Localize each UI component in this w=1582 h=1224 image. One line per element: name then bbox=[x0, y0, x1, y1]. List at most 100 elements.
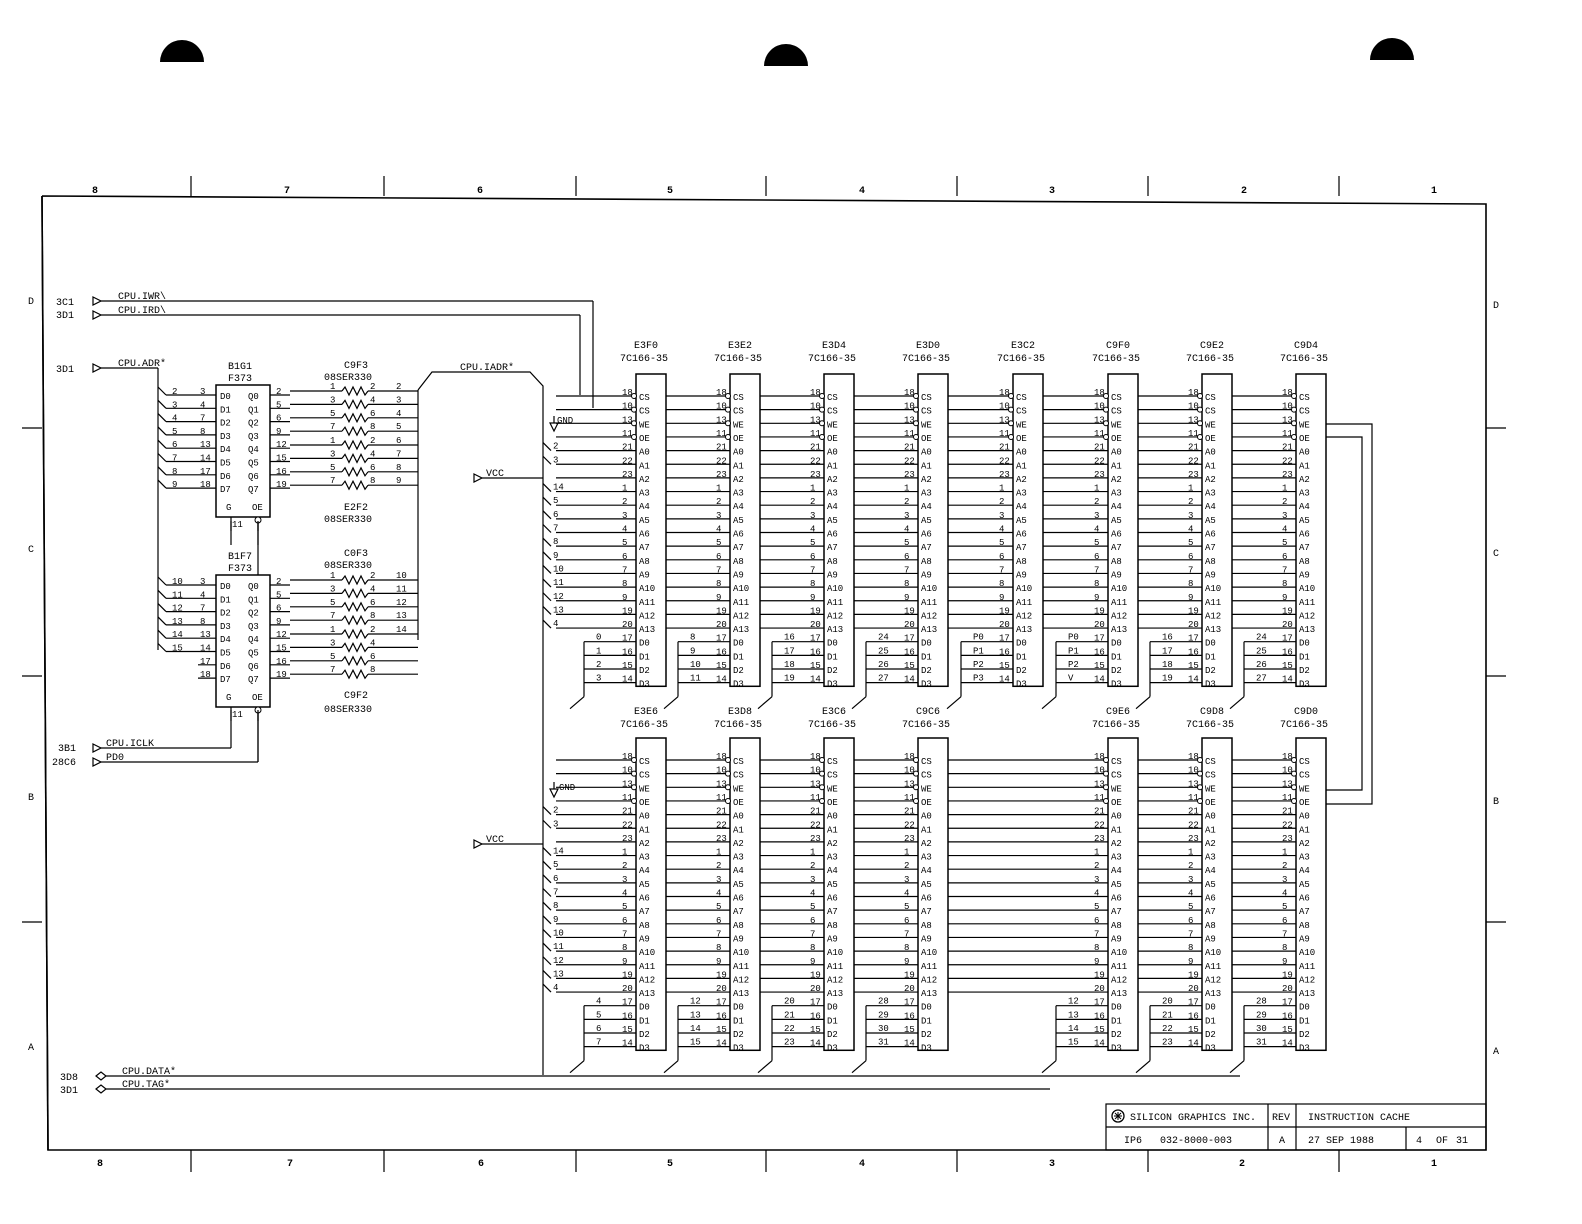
pin-number: 6 bbox=[370, 652, 375, 662]
pin-name: Q1 bbox=[248, 595, 259, 605]
pin-number: 7 bbox=[1094, 929, 1099, 939]
wire bbox=[851, 696, 867, 710]
pin-number: 1 bbox=[999, 484, 1004, 494]
pin-name: A7 bbox=[1299, 543, 1310, 553]
pin-number: 9 bbox=[276, 427, 281, 437]
pin-number: 7 bbox=[330, 611, 335, 621]
inverter-bubble bbox=[913, 757, 919, 763]
pin-name: A2 bbox=[1111, 475, 1122, 485]
pin-number: 18 bbox=[716, 388, 727, 398]
chip-ref: C9F0 bbox=[1106, 341, 1130, 352]
pin-number: 17 bbox=[200, 657, 211, 667]
inverter-bubble bbox=[725, 770, 731, 777]
pin-number: 11 bbox=[904, 429, 915, 439]
pin-name: A2 bbox=[1299, 839, 1310, 849]
pin-name: A8 bbox=[733, 921, 744, 931]
pin-number: 11 bbox=[999, 429, 1010, 439]
inverter-bubble bbox=[819, 770, 825, 777]
pin-number: 20 bbox=[716, 620, 727, 630]
data-bit: 0 bbox=[596, 633, 601, 643]
pin-number: 9 bbox=[1282, 957, 1287, 967]
pin-name: CS bbox=[1111, 407, 1122, 417]
pin-name: OE bbox=[1016, 434, 1027, 444]
pin-number: 7 bbox=[904, 565, 909, 575]
pin-name: A2 bbox=[921, 839, 932, 849]
inverter-bubble bbox=[1197, 797, 1203, 804]
pin-name: OE bbox=[639, 798, 650, 808]
pin-number: 18 bbox=[200, 480, 211, 490]
address-net: 9 bbox=[553, 551, 558, 561]
pin-number: 19 bbox=[1188, 970, 1199, 980]
data-bit: 2 bbox=[596, 660, 601, 670]
pack-part: 08SER330 bbox=[324, 705, 372, 716]
pin-number: 15 bbox=[1282, 661, 1293, 671]
pin-number: 21 bbox=[904, 807, 915, 817]
pin-number: 7 bbox=[330, 476, 335, 486]
inverter-bubble bbox=[1008, 393, 1014, 399]
pin-name: CS bbox=[1299, 771, 1310, 781]
net-number: 7 bbox=[396, 449, 401, 459]
chip-body bbox=[215, 574, 271, 708]
pin-number: 2 bbox=[810, 497, 815, 507]
pin-number: 1 bbox=[330, 625, 335, 635]
wire bbox=[542, 806, 552, 816]
pin-name: A3 bbox=[639, 489, 650, 499]
pin-number: 21 bbox=[1094, 807, 1105, 817]
pin-number: 8 bbox=[200, 427, 205, 437]
net-number: 9 bbox=[396, 476, 401, 486]
pin-name: A0 bbox=[1111, 812, 1122, 822]
pin-number: 3 bbox=[200, 387, 205, 397]
pin-number: 11 bbox=[1282, 793, 1293, 803]
resistor-icon bbox=[341, 642, 369, 653]
pin-name: A1 bbox=[733, 825, 744, 835]
address-net: 4 bbox=[553, 619, 558, 629]
data-bit: P0 bbox=[973, 633, 984, 643]
pin-name: A11 bbox=[733, 598, 749, 608]
pin-name: A1 bbox=[1111, 825, 1122, 835]
pin-number: 18 bbox=[622, 752, 633, 762]
data-bit: 28 bbox=[1256, 997, 1267, 1007]
pin-name: A4 bbox=[1111, 502, 1122, 512]
pin-name: A13 bbox=[1111, 625, 1127, 635]
wire bbox=[157, 576, 167, 586]
pin-name: A8 bbox=[639, 557, 650, 567]
pin-name: A6 bbox=[733, 894, 744, 904]
pin-number: 7 bbox=[904, 929, 909, 939]
pin-name: OE bbox=[252, 503, 263, 513]
pin-name: A3 bbox=[1299, 853, 1310, 863]
pin-name: A5 bbox=[921, 880, 932, 890]
pin-name: D0 bbox=[1111, 1003, 1122, 1013]
pin-name: A3 bbox=[1299, 489, 1310, 499]
chip-part: 7C166-35 bbox=[714, 354, 762, 365]
pin-number: 2 bbox=[370, 436, 375, 446]
pin-number: 4 bbox=[370, 638, 375, 648]
pin-name: A6 bbox=[1299, 530, 1310, 540]
pin-name: A0 bbox=[733, 812, 744, 822]
pin-number: 17 bbox=[1188, 998, 1199, 1008]
address-net: 7 bbox=[553, 888, 558, 898]
inverter-bubble bbox=[1197, 757, 1203, 763]
row-label: B bbox=[28, 793, 34, 804]
pin-number: 6 bbox=[1282, 916, 1287, 926]
pin-number: 13 bbox=[810, 779, 821, 789]
pin-name: A1 bbox=[733, 461, 744, 471]
pin-number: 3 bbox=[810, 511, 815, 521]
pin-name: CS bbox=[639, 407, 650, 417]
pin-number: 18 bbox=[1094, 752, 1105, 762]
pin-number: 10 bbox=[622, 766, 633, 776]
pin-name: D0 bbox=[220, 582, 231, 592]
pin-number: 5 bbox=[810, 538, 815, 548]
pin-name: OE bbox=[252, 693, 263, 703]
pin-name: A3 bbox=[1205, 853, 1216, 863]
pin-number: 5 bbox=[330, 598, 335, 608]
pin-number: 5 bbox=[810, 902, 815, 912]
port-cpu-tag: 3D1 CPU.TAG* bbox=[60, 1079, 1050, 1097]
resistor-icon bbox=[341, 412, 369, 424]
wire bbox=[757, 696, 773, 710]
pin-number: 20 bbox=[716, 984, 727, 994]
pin-name: A8 bbox=[1016, 557, 1027, 567]
address-net: 8 bbox=[553, 537, 558, 547]
pin-number: 11 bbox=[810, 793, 821, 803]
pin-name: A1 bbox=[921, 825, 932, 835]
column-label: 8 bbox=[92, 186, 98, 197]
